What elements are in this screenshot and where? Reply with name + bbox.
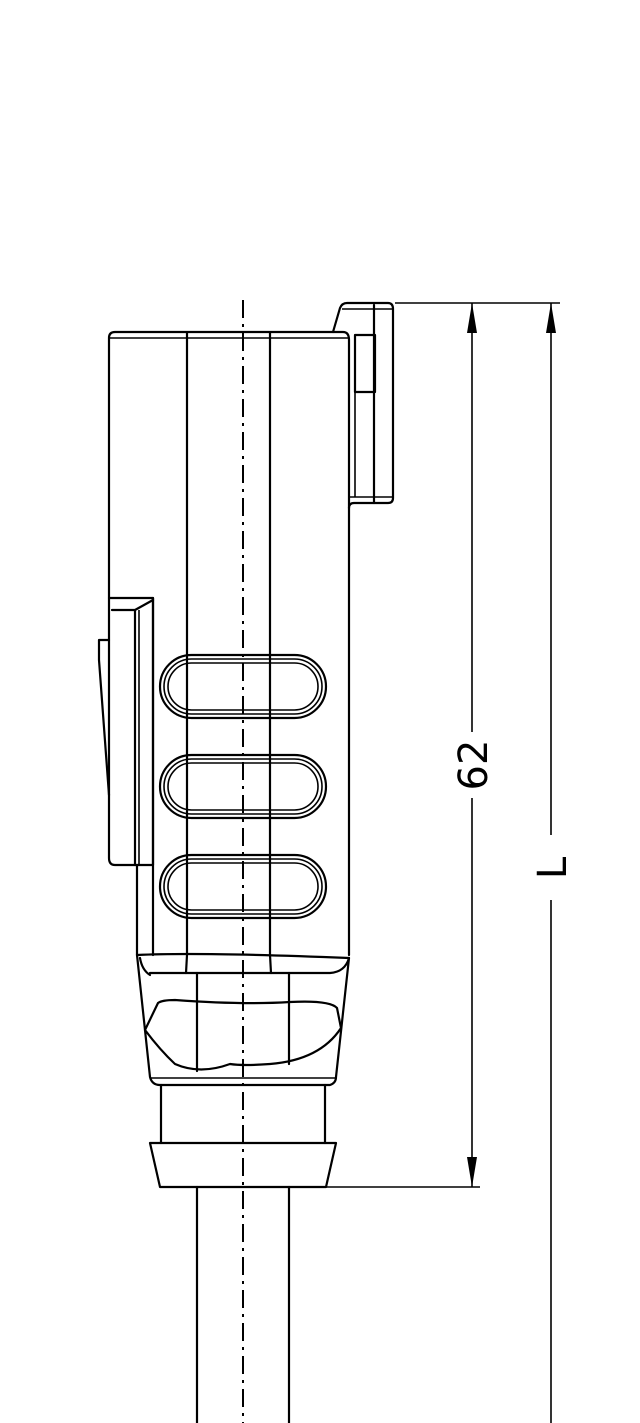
dimension-label-L: L	[530, 856, 576, 879]
left-latch	[97, 596, 155, 867]
dimension-L: L	[530, 303, 576, 1423]
grip-ribs	[158, 653, 328, 920]
collar	[135, 952, 351, 1087]
cable	[195, 1185, 291, 1423]
dimension-label-62: 62	[451, 740, 497, 791]
dimension-62: 62	[326, 302, 560, 1188]
right-latch	[331, 301, 395, 510]
